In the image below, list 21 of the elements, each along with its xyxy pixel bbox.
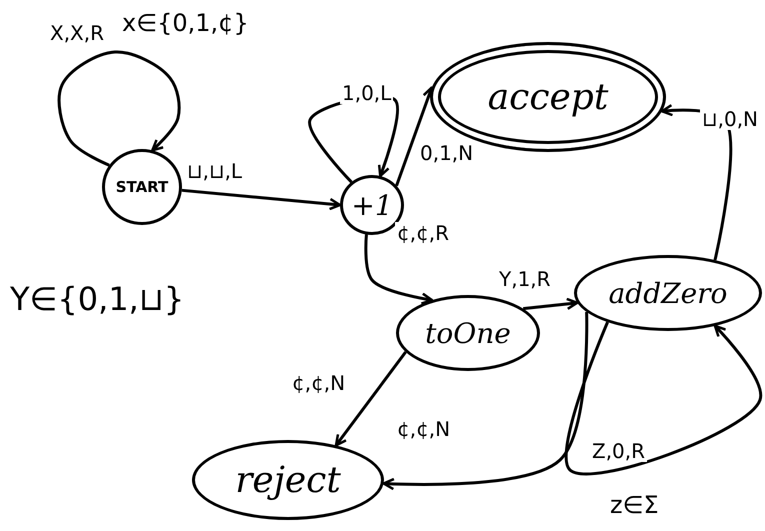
state-name: addZero bbox=[608, 276, 728, 310]
edge-label: ¢,¢,R bbox=[395, 222, 452, 244]
self-loop-arrow bbox=[564, 322, 762, 476]
edge-label: X,X,R bbox=[48, 22, 106, 44]
state-name: toOne bbox=[425, 316, 511, 350]
state-name: accept bbox=[488, 76, 608, 118]
set-definition: z∈Σ bbox=[610, 492, 659, 518]
edge-label: Y,1,R bbox=[497, 268, 553, 290]
state-name: START bbox=[116, 178, 168, 196]
edge-label: 1,0,L bbox=[340, 82, 394, 104]
arrow bbox=[382, 312, 588, 490]
arrow bbox=[334, 351, 407, 447]
self-loop-arrow bbox=[58, 50, 181, 167]
state-name: reject bbox=[235, 460, 341, 500]
arrow bbox=[182, 188, 342, 210]
state-name: +1 bbox=[351, 188, 393, 222]
edge-label: Z,0,R bbox=[590, 440, 648, 462]
arrow bbox=[523, 298, 578, 310]
arrow bbox=[364, 234, 434, 305]
set-definition: x∈{0,1,¢} bbox=[122, 10, 249, 36]
set-definition: Y∈{0,1,⊔} bbox=[10, 282, 184, 318]
